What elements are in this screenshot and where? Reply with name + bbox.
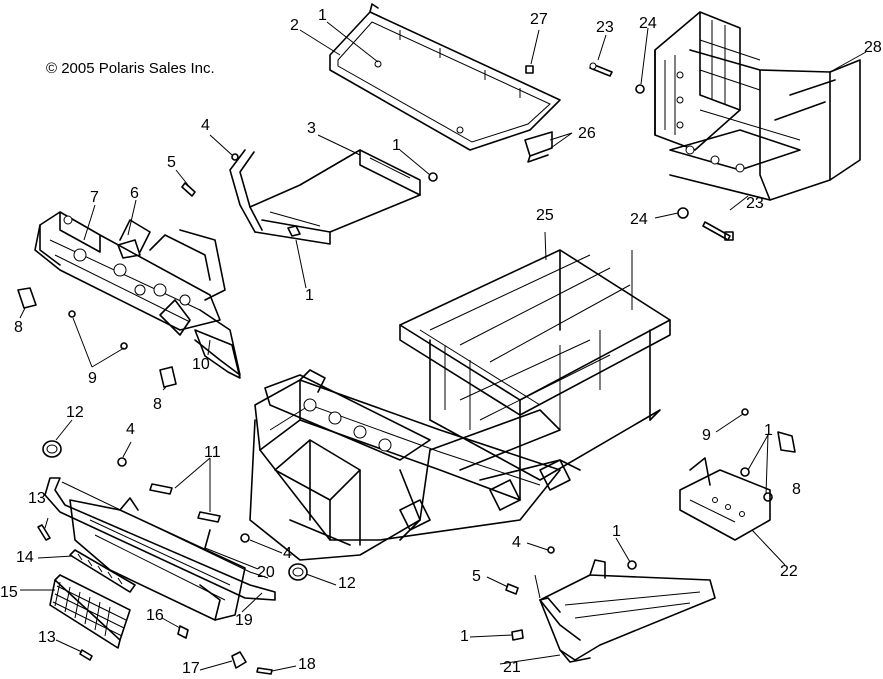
callout-16: 16 [146,607,164,624]
callout-26: 26 [578,125,596,142]
part-23-bolt-mid [702,221,734,241]
part-13-bolt-upper [37,524,51,541]
part-1-bolt-rear-upper [627,560,637,570]
part-1-bolts-right [740,467,773,502]
callout-12-right: 12 [338,575,356,592]
part-27-nut [525,65,534,74]
part-4-bolt-upper [231,153,239,161]
part-25-main-chassis [249,249,671,561]
part-21-rear-tube-frame [539,559,716,663]
callout-1-right: 1 [764,422,773,439]
part-9-bolts-left [68,310,128,350]
part-28-box-frame [654,11,861,201]
callout-9-right: 9 [702,427,711,444]
callout-4-mid: 4 [126,421,135,438]
callout-10: 10 [192,356,210,373]
part-18-screw [256,667,273,675]
callout-17: 17 [182,660,200,677]
callout-24-top: 24 [639,15,657,32]
leader-lines [19,21,867,672]
part-11-bolts [149,483,221,523]
part-12-bumper-left [42,440,62,458]
callout-6: 6 [130,185,139,202]
callout-25: 25 [536,207,554,224]
part-14-grille-strip [69,549,136,593]
callout-13-lower: 13 [38,629,56,646]
callout-27: 27 [530,11,548,28]
callout-12-left: 12 [66,404,84,421]
callout-15: 15 [0,584,18,601]
callout-4-upper: 4 [201,117,210,134]
callout-9-left: 9 [88,370,97,387]
callout-8-right: 8 [792,481,801,498]
callout-19: 19 [235,612,253,629]
part-22-bracket [679,457,771,541]
part-8-pin-mid [159,366,177,388]
callout-18: 18 [298,656,316,673]
callout-3: 3 [307,120,316,137]
callout-1-top: 1 [318,7,327,24]
callout-13-upper: 13 [28,490,46,507]
callout-4-rear: 4 [512,534,521,551]
callout-5-rear: 5 [472,568,481,585]
callout-14: 14 [16,549,34,566]
part-3-tube-bracket [229,149,421,245]
callout-8-mid: 8 [153,396,162,413]
part-26-bracket [524,131,553,163]
part-13-bolt-lower [79,649,93,661]
callout-1-mid: 1 [392,137,401,154]
part-2-rail-frame [329,3,561,151]
callout-2: 2 [290,17,299,34]
callout-28: 28 [864,39,882,56]
part-17-plug [231,651,247,669]
part-20-bumper-plate [69,497,246,621]
part-1-bolt-rear-lower [511,629,524,641]
callout-8-left: 8 [14,319,23,336]
callout-23-mid: 23 [746,195,764,212]
part-24-nut-mid [677,207,689,219]
part-7-front-frame [34,211,241,376]
callout-21: 21 [503,659,521,676]
part-15-mesh-grille [49,574,131,649]
callout-7: 7 [90,189,99,206]
part-4-bolt-rear [547,546,555,554]
part-4-washer-lower [240,533,250,543]
part-12-bumper-right [288,563,308,581]
part-5-pin-rear [505,583,519,595]
part-5-pin-upper [181,182,196,197]
part-8-pin-right [777,431,796,453]
callout-24-mid: 24 [630,211,648,228]
callout-11: 11 [204,444,221,461]
part-6-plate [117,239,141,259]
callout-4-lower: 4 [283,545,292,562]
part-1-bolt-top [428,172,438,182]
callout-5-upper: 5 [167,154,176,171]
callout-23-top: 23 [596,19,614,36]
callout-1-bottom: 1 [460,628,469,645]
part-24-nut-top [635,84,645,94]
part-10-bracket [194,329,241,379]
part-4-bolt-mid [117,457,127,467]
copyright-notice: © 2005 Polaris Sales Inc. [46,60,215,77]
callout-20: 20 [257,564,275,581]
part-1-bolt-near3 [287,225,301,237]
part-8-pin-left [17,287,37,309]
part-16-bolt [177,625,189,639]
part-23-bolt-top [589,62,613,77]
part-9-bolt-right [741,408,749,416]
callout-22: 22 [780,563,798,580]
callout-1-lower: 1 [305,287,314,304]
callout-1-rear: 1 [612,523,621,540]
